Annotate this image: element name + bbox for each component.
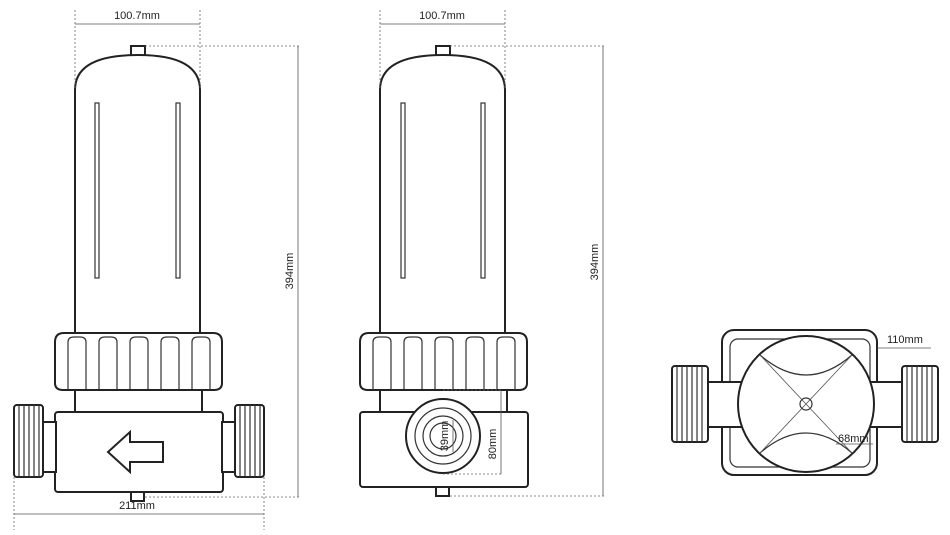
top-contour-upper bbox=[759, 354, 853, 376]
slot-left-side bbox=[400, 102, 406, 279]
ring-ribs bbox=[67, 336, 211, 390]
top-center-cap bbox=[799, 397, 813, 411]
port-bore bbox=[429, 422, 457, 450]
dim-height-label: 394mm bbox=[284, 253, 296, 290]
dim-width-label: 100.7mm bbox=[114, 10, 160, 22]
port-collar-right bbox=[221, 421, 236, 473]
filter-housing bbox=[74, 53, 201, 336]
slot-left bbox=[94, 102, 100, 279]
neck bbox=[74, 389, 203, 413]
flow-arrow-icon bbox=[106, 429, 164, 475]
side-view: 100.7mm 394mm 39mm 80mm bbox=[359, 10, 605, 497]
front-view: 100.7mm 394mm 211mm bbox=[13, 10, 300, 530]
slot-right bbox=[175, 102, 181, 279]
port-middle-ring bbox=[414, 407, 472, 465]
dim-inner-label: 39mm bbox=[439, 421, 451, 452]
drain-plug bbox=[130, 491, 145, 502]
port-inner-ring bbox=[422, 415, 464, 457]
dim-width-label-side: 100.7mm bbox=[419, 10, 465, 22]
top-view: 110mm 68mm bbox=[671, 329, 939, 476]
top-thread-left bbox=[671, 365, 709, 443]
dim-top-outer-label: 110mm bbox=[887, 334, 923, 346]
dim-body-label: 80mm bbox=[487, 429, 499, 460]
slot-right-side bbox=[480, 102, 486, 279]
port-collar-left bbox=[42, 421, 57, 473]
port-outer-ring bbox=[405, 398, 481, 474]
dim-height-label-side: 394mm bbox=[589, 244, 601, 281]
top-contour-lower bbox=[759, 432, 853, 454]
ring-nut bbox=[54, 332, 223, 391]
ring-nut-side bbox=[359, 332, 528, 391]
dim-base-label: 211mm bbox=[119, 500, 155, 512]
filter-housing-side bbox=[379, 53, 506, 336]
top-thread-right bbox=[901, 365, 939, 443]
drain-plug-side bbox=[435, 486, 450, 497]
dim-top-inner-label: 68mm bbox=[838, 433, 869, 445]
